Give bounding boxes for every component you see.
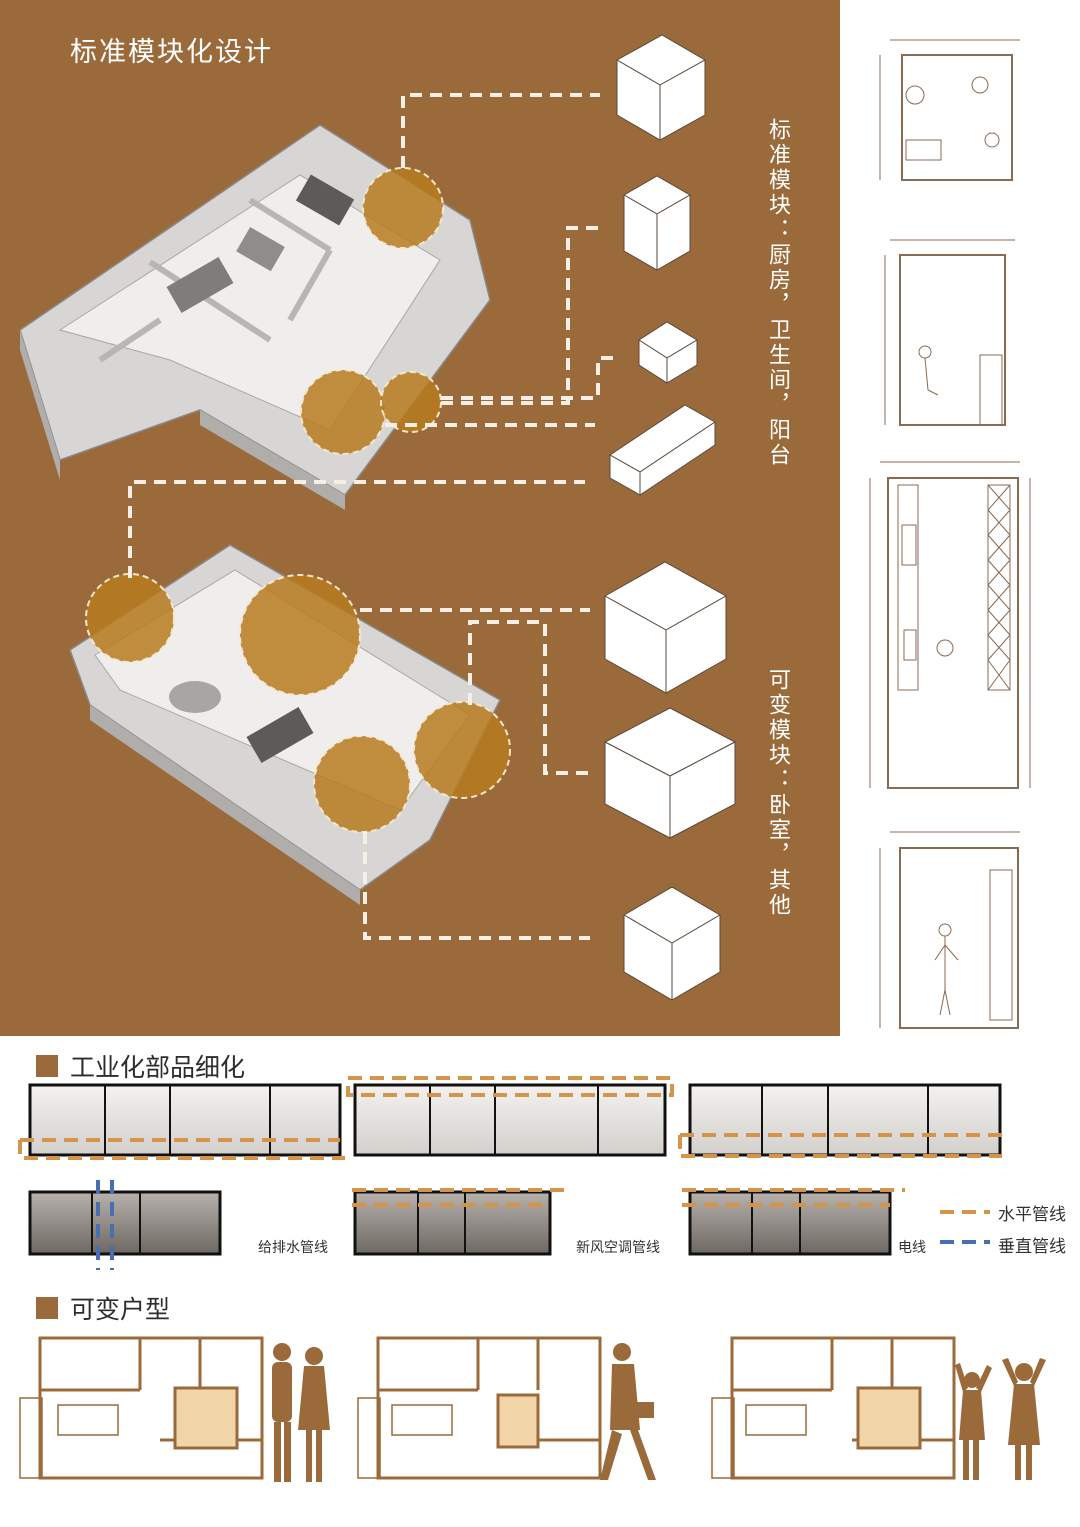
people-silhouettes xyxy=(272,1343,1046,1482)
bedroom-section-drawing xyxy=(879,831,1020,1029)
section-variable-title: 可变户型 xyxy=(70,1295,171,1324)
strip-row-dark-pipes xyxy=(96,1180,905,1270)
section-marker xyxy=(36,1297,58,1319)
modular-design-panel: 标准模块化设计 xyxy=(0,0,840,1036)
modular-diagram xyxy=(19,34,737,1001)
technical-drawings-panel xyxy=(840,0,1080,1036)
children-silhouette xyxy=(955,1358,1046,1480)
strip-row-light xyxy=(28,1083,1002,1157)
section-marker xyxy=(36,1055,58,1077)
upper-apartment-model xyxy=(19,124,491,510)
couple-silhouette xyxy=(272,1343,330,1482)
floor-plan-drawings xyxy=(869,39,1031,1029)
legend-horizontal-label: 水平管线 xyxy=(998,1205,1066,1225)
module-boxes xyxy=(603,34,737,1001)
strip-row-dark xyxy=(28,1190,892,1256)
bathroom-plan-drawing xyxy=(879,39,1020,181)
hvac-pipeline-label: 新风空调管线 xyxy=(576,1240,660,1256)
water-pipeline-label: 给排水管线 xyxy=(258,1240,328,1256)
legend-vertical-label: 垂直管线 xyxy=(998,1237,1066,1257)
electric-wire-label: 电线 xyxy=(898,1240,926,1256)
variable-plan-3 xyxy=(711,1336,956,1480)
section-industrial-title: 工业化部品细化 xyxy=(70,1053,246,1082)
variable-plan-2 xyxy=(357,1336,602,1480)
variable-floor-plans xyxy=(19,1336,1046,1482)
section-industrial-heading: 工业化部品细化 xyxy=(36,1048,245,1084)
standard-modules-label: 标准模块：厨房，卫生间，阳台 xyxy=(765,118,790,468)
variable-modules-label: 可变模块：卧室，其他 xyxy=(765,668,790,918)
variable-plan-1 xyxy=(19,1336,264,1480)
page-title: 标准模块化设计 xyxy=(70,37,273,68)
lower-apartment-model xyxy=(69,544,511,905)
connector-lines xyxy=(128,93,618,940)
bathroom-section-drawing xyxy=(884,239,1015,426)
kitchen-plan-drawing xyxy=(869,461,1031,789)
man-with-briefcase-silhouette xyxy=(600,1343,656,1480)
industrial-strips xyxy=(18,1076,1005,1270)
section-variable-heading: 可变户型 xyxy=(36,1290,170,1326)
strip-row-light-pipes xyxy=(18,1076,1005,1160)
